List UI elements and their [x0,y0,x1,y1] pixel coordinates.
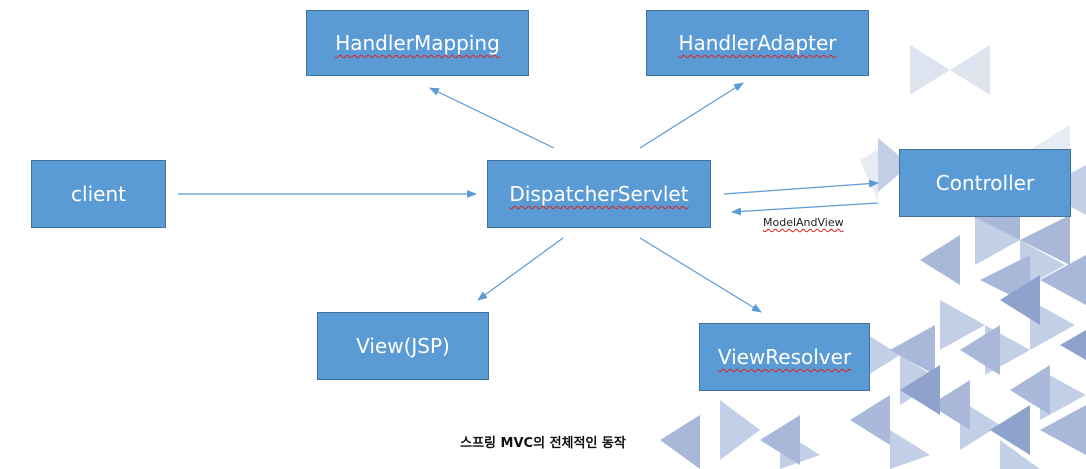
arrow-dispatcher-to-view [477,237,564,301]
arrow-dispatcher-to-handlermapping [429,87,555,149]
handler-adapter-node: HandlerAdapter [646,10,869,76]
diagram-caption: 스프링 MVC의 전체적인 동작 [460,436,626,451]
arrow-dispatcher-to-viewresolver [639,237,762,313]
handler-mapping-node: HandlerMapping [306,10,529,76]
view-jsp-node: View(JSP) [317,312,489,380]
model-and-view-label: ModelAndView [763,216,844,229]
model-and-view-text: ModelAndView [763,216,844,229]
view-jsp-label: View(JSP) [356,334,450,358]
arrow-controller-to-dispatcher [731,202,879,216]
controller-label: Controller [935,171,1035,195]
dispatcher-servlet-label: DispatcherServlet [509,182,689,206]
view-resolver-label: ViewResolver [717,345,852,369]
arrow-dispatcher-to-handleradapter [639,82,744,149]
controller-node: Controller [899,149,1071,217]
dispatcher-servlet-node: DispatcherServlet [487,160,711,228]
view-resolver-node: ViewResolver [699,323,870,391]
handler-mapping-label: HandlerMapping [335,31,500,55]
client-label: client [71,182,126,206]
client-node: client [31,160,166,228]
arrow-dispatcher-to-controller [723,179,879,195]
handler-adapter-label: HandlerAdapter [678,31,837,55]
